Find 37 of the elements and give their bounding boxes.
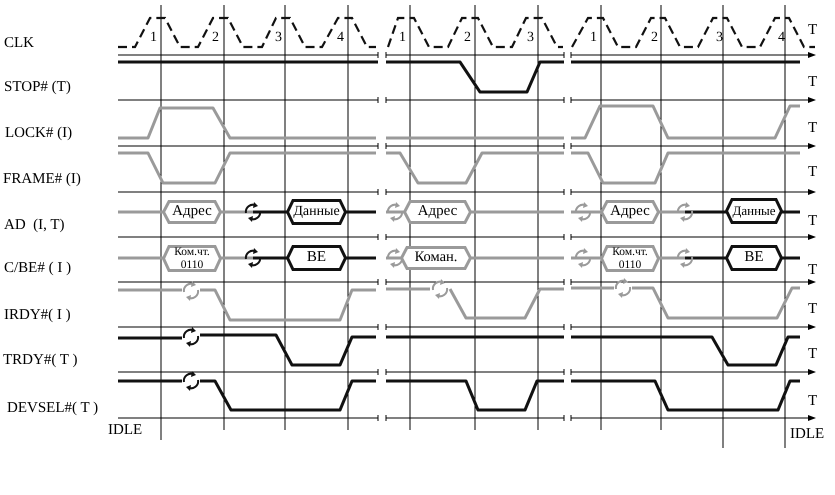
clock-number: 3 [275,31,282,45]
time-axis-label: T [808,302,818,317]
clock-number: 4 [778,31,785,45]
clock-number: 1 [150,31,157,45]
time-axis-label: T [808,394,818,409]
clock-number: 3 [527,31,534,45]
bus-value-hexagon: Ком.чт. 0110 [162,245,222,272]
clock-number: 4 [337,31,344,45]
idle-label: IDLE [108,423,142,438]
signal-name: C/BE# ( I ) [4,261,72,276]
clock-number: 1 [399,31,406,45]
signal-name: DEVSEL#( T ) [7,401,98,416]
clock-number: 3 [716,31,723,45]
time-axis-label: T [808,23,818,38]
signal-name: TRDY#( T ) [3,353,78,368]
time-axis-label: T [808,75,818,90]
bus-value-hexagon: Адрес [162,200,222,224]
signal-name: STOP# (T) [4,80,71,95]
clock-number: 2 [464,31,471,45]
bus-value-hexagon: Адрес [403,200,472,224]
time-axis-label: T [808,263,818,278]
signal-name: IRDY#( I ) [4,308,71,323]
idle-label: IDLE [790,427,824,442]
signal-name: FRAME# (I) [3,172,81,187]
signal-name: LOCK# (I) [5,126,72,141]
signal-name: AD (I, T) [4,218,65,233]
bus-value-hexagon: BE [286,245,347,271]
clock-number: 1 [590,31,597,45]
signal-name: CLK [4,36,34,51]
time-axis-label: T [808,347,818,362]
clock-number: 2 [212,31,219,45]
time-axis-label: T [808,165,818,180]
clock-number: 2 [651,31,658,45]
time-axis-label: T [808,121,818,136]
bus-value-hexagon: Коман. [400,246,472,270]
time-axis-label: T [808,214,818,229]
bus-value-hexagon: Данные [286,199,347,225]
